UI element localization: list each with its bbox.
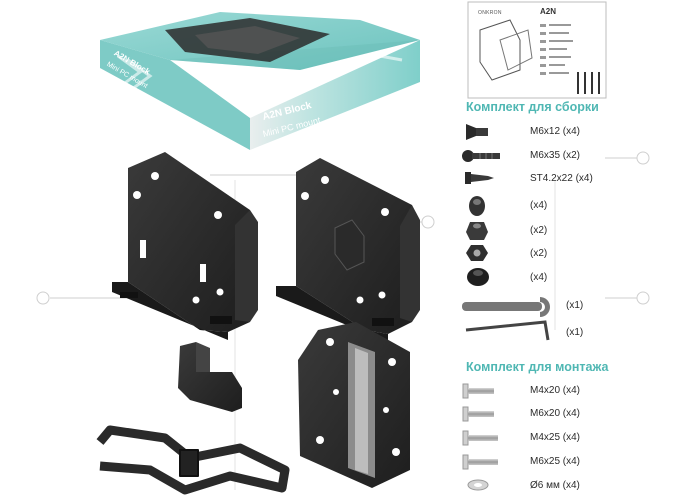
- mounting-item-label: M4x25 (x4): [530, 432, 581, 443]
- mounting-bracket-left: [112, 152, 258, 340]
- assembly-item-label: (x4): [530, 272, 548, 283]
- wrench-icon: [462, 297, 550, 317]
- instruction-sheet: [467, 1, 607, 99]
- dowel-icon: [469, 196, 485, 216]
- hex-key-icon: [465, 320, 550, 341]
- vesa-plate: [298, 322, 410, 488]
- rubber-spacer-icon: [467, 268, 489, 286]
- instruction-title: A2N: [540, 7, 557, 16]
- machine-screw-icon: [462, 383, 494, 399]
- assembly-item-label: (x2): [530, 225, 548, 236]
- mounting-item-label: M6x25 (x4): [530, 456, 581, 467]
- washer-icon: [467, 479, 489, 491]
- self-tapping-screw-icon: [465, 172, 494, 184]
- assembly-item-label: ST4.2x22 (x4): [530, 173, 593, 184]
- flat-head-screw-icon: [466, 124, 488, 140]
- machine-screw-icon: [462, 406, 494, 422]
- mounting-kit-heading: Комплект для монтажа: [466, 360, 609, 374]
- mounting-item-label: Ø6 мм (x4): [530, 480, 580, 491]
- l-bracket: [178, 342, 242, 412]
- assembly-item-label: (x4): [530, 200, 548, 211]
- machine-screw-icon: [462, 430, 498, 446]
- hex-nut-icon: [466, 245, 488, 261]
- mounting-bracket-right: [276, 158, 420, 342]
- assembly-item-label: (x2): [530, 248, 548, 259]
- long-bolt-icon: [462, 150, 500, 162]
- machine-screw-icon: [462, 454, 498, 470]
- mounting-item-label: M6x20 (x4): [530, 408, 581, 419]
- mounting-item-label: M4x20 (x4): [530, 385, 581, 396]
- assembly-item-label: M6x35 (x2): [530, 150, 581, 161]
- instruction-brand: ONKRON: [478, 10, 502, 16]
- fastening-strap: [96, 425, 290, 495]
- assembly-item-label: M6x12 (x4): [530, 126, 581, 137]
- assembly-item-label: (x1): [566, 327, 584, 338]
- assembly-item-label: (x1): [566, 300, 584, 311]
- nut-icon: [466, 222, 488, 240]
- product-box: [100, 12, 420, 150]
- assembly-kit-heading: Комплект для сборки: [466, 100, 599, 114]
